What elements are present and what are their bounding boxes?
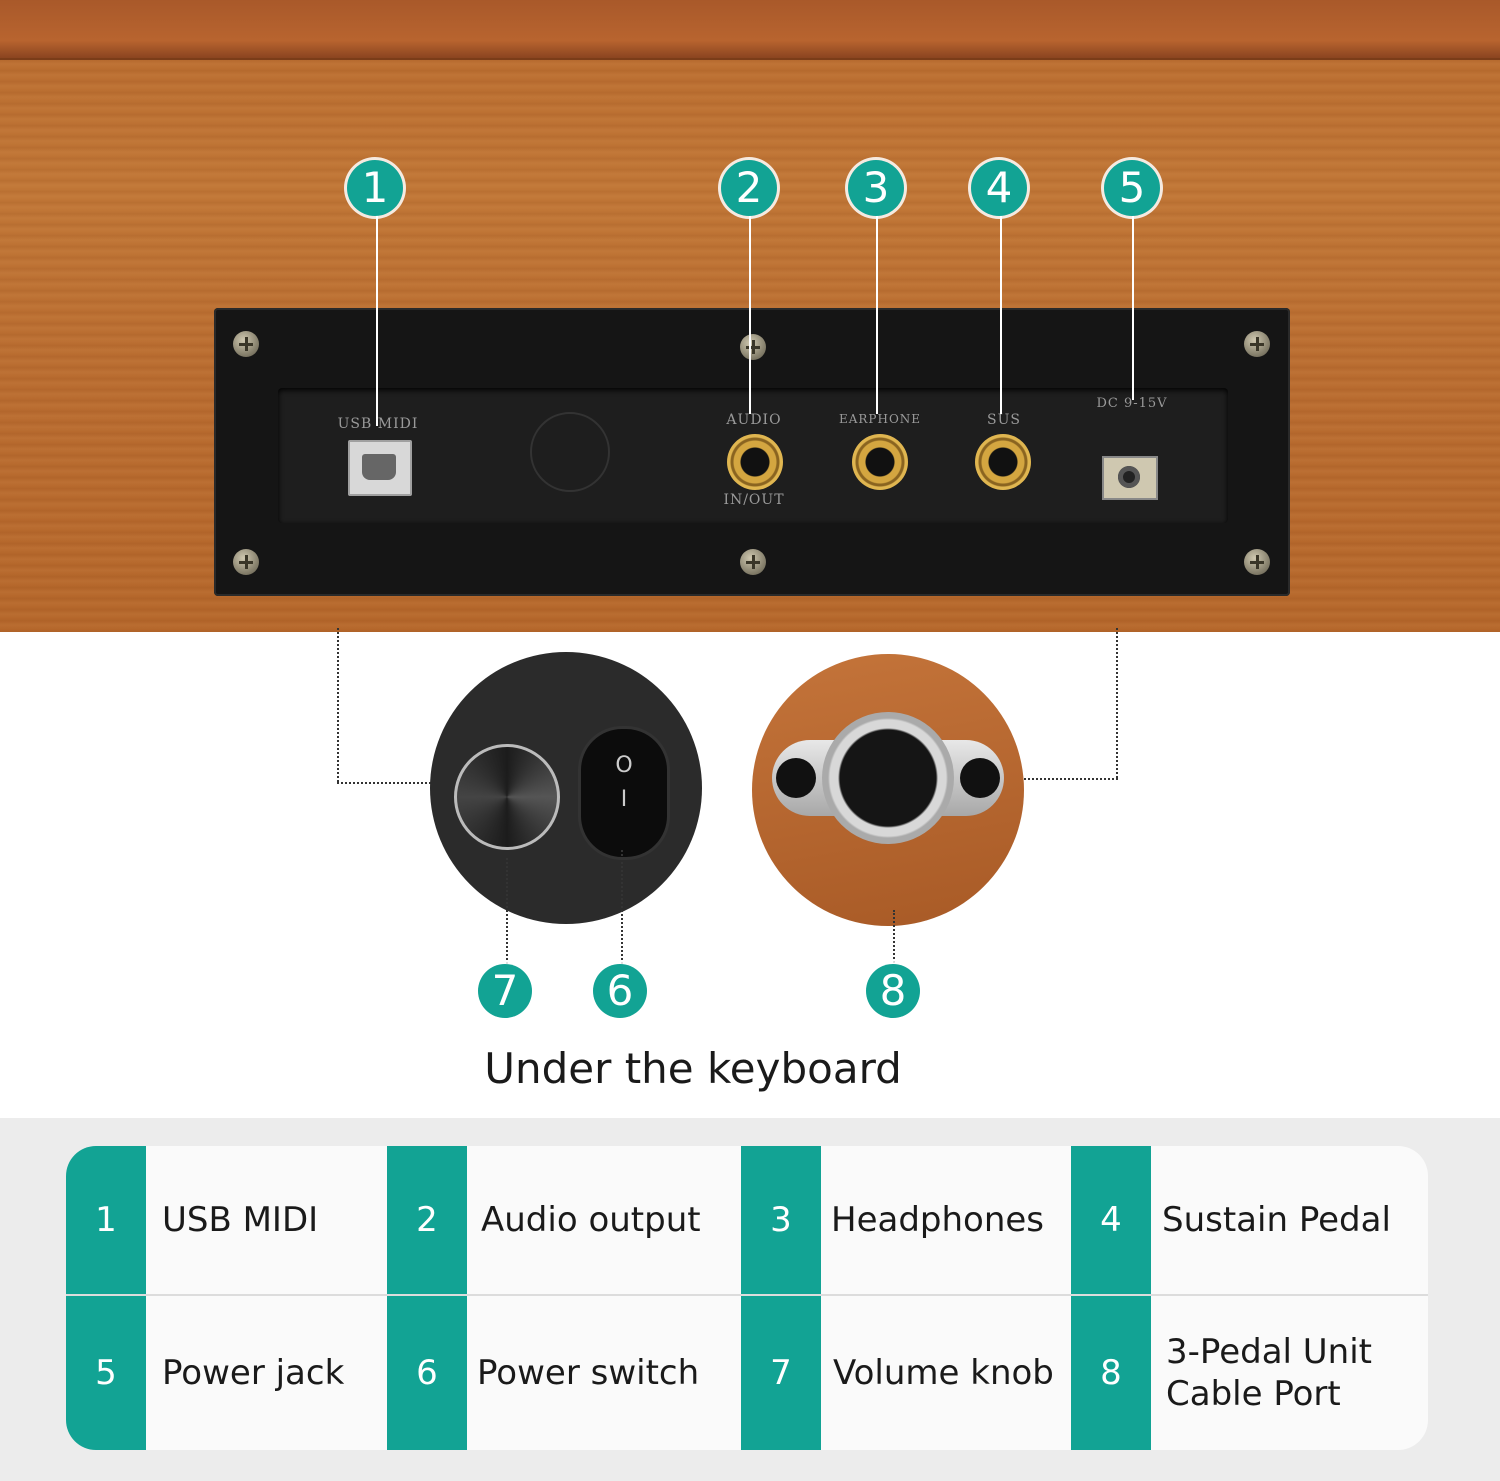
power-switch[interactable]: O I <box>578 726 670 860</box>
legend-number: 4 <box>1071 1146 1151 1294</box>
legend-label: Audio output <box>481 1200 701 1240</box>
callout-line <box>876 214 878 414</box>
callout-badge-5: 5 <box>1104 160 1160 216</box>
audio-jack[interactable] <box>727 434 783 490</box>
legend-label: Power switch <box>477 1353 700 1393</box>
legend-table: 1 USB MIDI 2 Audio output 3 Headphones 4… <box>66 1146 1428 1450</box>
caption: Under the keyboard <box>484 1044 902 1093</box>
dc-label: DC 9-15V <box>1096 396 1168 411</box>
speaker-grille <box>530 412 610 492</box>
callout-line <box>376 214 378 426</box>
legend-number: 6 <box>387 1296 467 1450</box>
legend-row-divider <box>66 1294 1428 1296</box>
legend-label: USB MIDI <box>162 1200 319 1240</box>
screw-icon <box>776 758 816 798</box>
power-jack[interactable] <box>1102 456 1158 500</box>
volume-knob[interactable] <box>454 744 560 850</box>
callout-line <box>749 214 751 414</box>
dotted-connector <box>1116 628 1118 778</box>
switch-on-mark: O <box>615 753 633 778</box>
legend-number: 7 <box>741 1296 821 1450</box>
callout-badge-3: 3 <box>848 160 904 216</box>
screw-icon <box>1244 549 1270 575</box>
screw-icon <box>233 549 259 575</box>
headphone-jack[interactable] <box>852 434 908 490</box>
screw-icon <box>740 549 766 575</box>
callout-badge-6: 6 <box>593 964 647 1018</box>
wood-top-edge <box>0 0 1500 60</box>
legend-number: 5 <box>66 1296 146 1450</box>
legend-label: Volume knob <box>833 1353 1054 1393</box>
legend-number: 8 <box>1071 1296 1151 1450</box>
callout-line <box>1000 214 1002 414</box>
legend-label: Sustain Pedal <box>1162 1200 1391 1240</box>
earphone-label: EARPHONE <box>838 412 922 426</box>
screw-icon <box>740 334 766 360</box>
sus-label: SUS <box>987 412 1021 428</box>
volume-switch-detail: O I <box>430 652 702 924</box>
callout-badge-7: 7 <box>478 964 532 1018</box>
legend-label: 3-Pedal Unit Cable Port <box>1166 1332 1372 1414</box>
sustain-jack[interactable] <box>975 434 1031 490</box>
dotted-connector <box>506 858 508 964</box>
audio-in-out-label: IN/OUT <box>723 492 785 508</box>
dotted-connector <box>337 628 339 782</box>
callout-badge-4: 4 <box>971 160 1027 216</box>
legend-number: 1 <box>66 1146 146 1294</box>
legend-label: Headphones <box>831 1200 1045 1240</box>
screw-icon <box>960 758 1000 798</box>
dotted-connector <box>1024 778 1118 780</box>
pedal-port-detail <box>752 654 1024 926</box>
usb-midi-label: USB MIDI <box>337 416 419 432</box>
callout-badge-1: 1 <box>347 160 403 216</box>
screw-icon <box>1244 331 1270 357</box>
usb-midi-port[interactable] <box>348 440 412 496</box>
legend-label: Power jack <box>162 1353 345 1393</box>
legend-number: 3 <box>741 1146 821 1294</box>
pedal-cable-port[interactable] <box>822 712 954 844</box>
switch-off-mark: I <box>620 787 628 812</box>
callout-badge-8: 8 <box>866 964 920 1018</box>
callout-badge-2: 2 <box>721 160 777 216</box>
callout-line <box>1132 214 1134 400</box>
legend-number: 2 <box>387 1146 467 1294</box>
dotted-connector <box>621 850 623 964</box>
screw-icon <box>233 331 259 357</box>
dotted-connector <box>337 782 431 784</box>
audio-label: AUDIO <box>726 412 782 428</box>
dotted-connector <box>893 910 895 966</box>
